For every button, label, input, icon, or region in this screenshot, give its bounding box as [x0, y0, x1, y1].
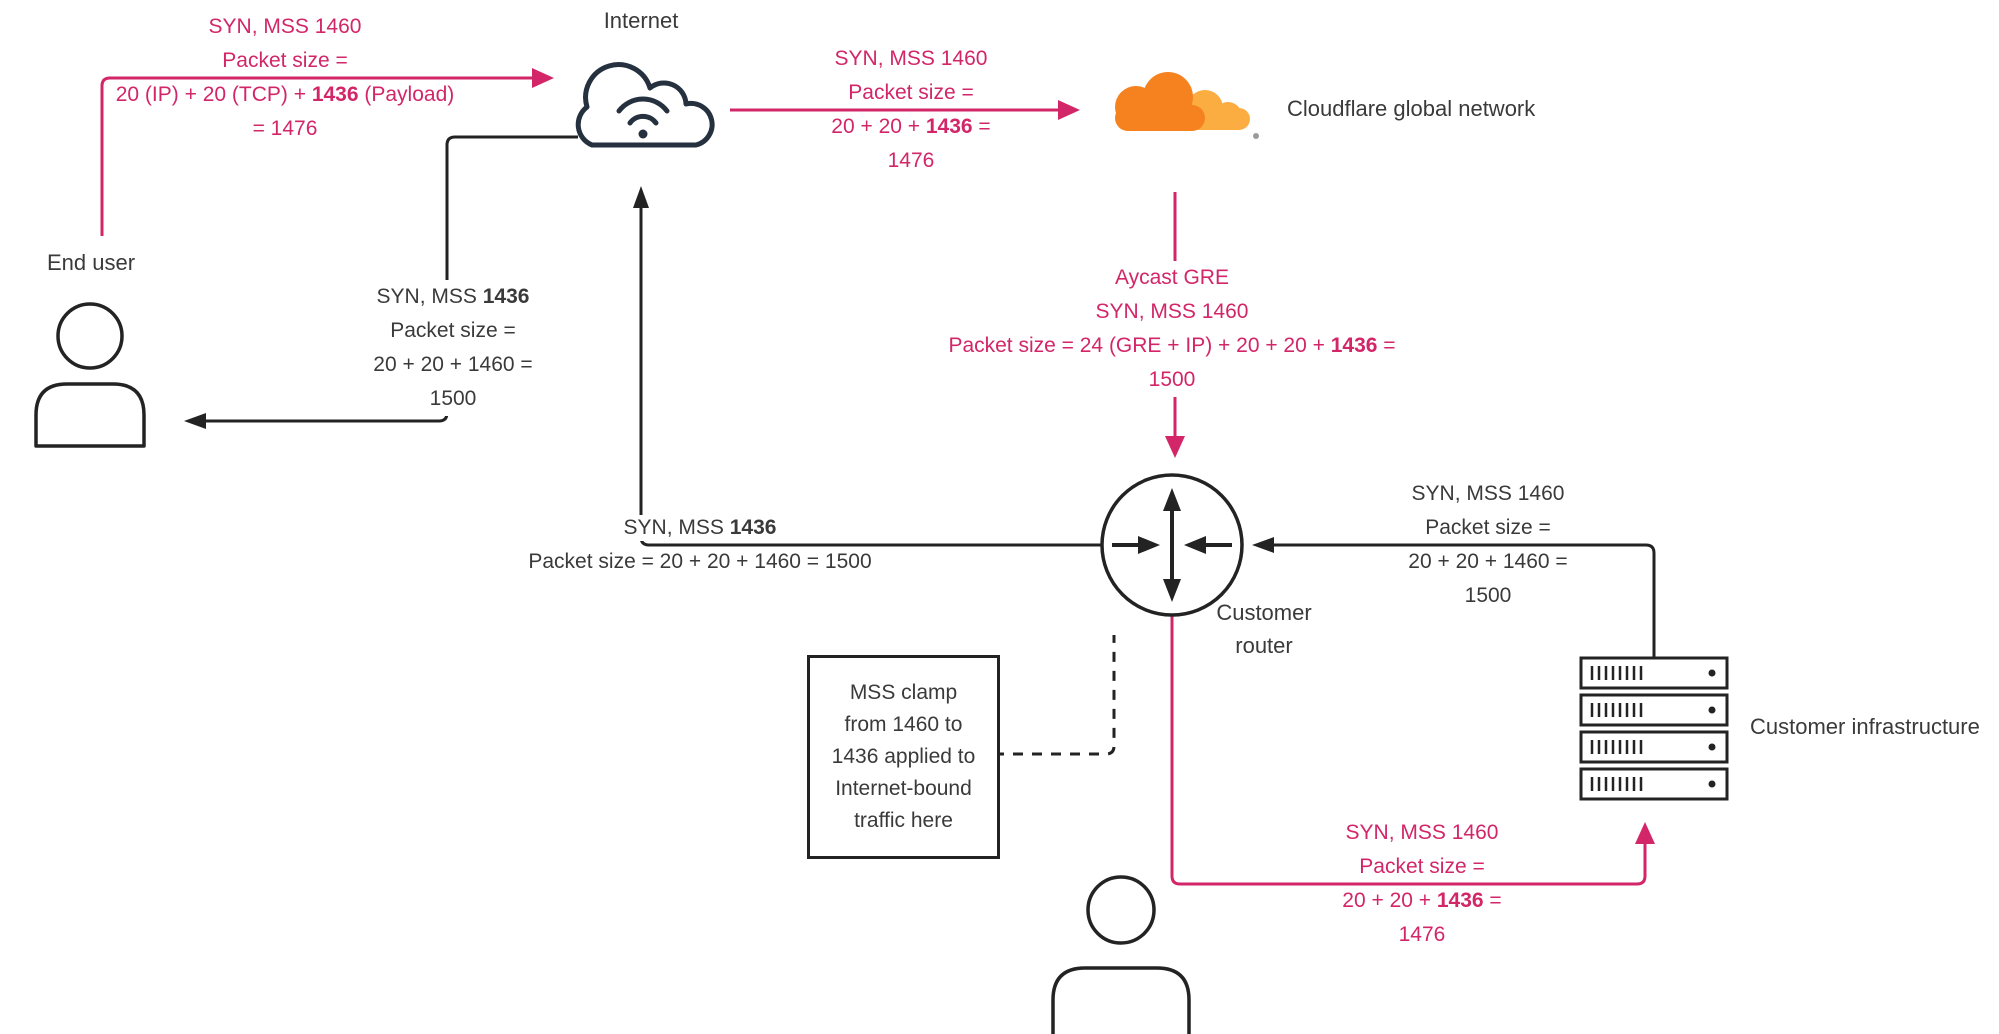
clamp-note-line: Internet-bound — [835, 777, 972, 800]
flow-label-cloudflare-to-router: Aycast GRE SYN, MSS 1460 Packet size = 2… — [939, 261, 1405, 397]
end-user-label: End user — [46, 250, 136, 275]
flow-label-router-to-infrastructure: SYN, MSS 1460 Packet size = 20 + 20 + 14… — [1337, 816, 1507, 952]
label-line: SYN, MSS 1460 — [829, 46, 993, 72]
label-line: Packet size = — [217, 48, 353, 74]
label-line: Packet size = — [843, 80, 979, 106]
label-line: 20 + 20 + 1436 = — [826, 114, 996, 140]
clamp-note-line: 1436 applied to — [831, 745, 976, 768]
label-line: 1476 — [882, 148, 940, 174]
label-line: 20 (IP) + 20 (TCP) + 1436 (Payload) — [110, 82, 460, 108]
mss-clamp-connector — [994, 635, 1116, 756]
label-line: SYN, MSS 1460 — [1340, 820, 1504, 846]
arrow-internet-to-user — [184, 135, 578, 429]
arrow-router-to-infrastructure — [1170, 615, 1655, 886]
label-line: 1476 — [1393, 922, 1451, 948]
label-line: Packet size = 20 + 20 + 1460 = 1500 — [523, 549, 877, 575]
customer-router-label: Customer router — [1216, 596, 1311, 662]
label-line: SYN, MSS 1460 — [1406, 481, 1570, 507]
label-line: Packet size = 24 (GRE + IP) + 20 + 20 + … — [943, 333, 1401, 359]
label-line: 1500 — [1143, 367, 1201, 393]
arrow-internet-to-cloudflare — [730, 100, 1080, 120]
server-stack-icon — [1579, 656, 1729, 801]
cloudflare-logo-icon — [1115, 72, 1259, 139]
label-line: SYN, MSS 1460 — [1090, 299, 1254, 325]
clamp-note-line: traffic here — [854, 809, 953, 832]
label-line: = 1476 — [247, 116, 323, 142]
label-line: SYN, MSS 1436 — [618, 515, 782, 541]
person-icon-bottom — [1051, 875, 1191, 1034]
server-unit — [1579, 693, 1729, 727]
arrow-user-to-internet — [100, 68, 554, 236]
flow-label-user-to-internet: SYN, MSS 1460 Packet size = 20 (IP) + 20… — [110, 10, 460, 146]
flow-label-internet-to-user: SYN, MSS 1436 Packet size = 20 + 20 + 14… — [364, 280, 542, 416]
label-line: 1500 — [424, 386, 482, 412]
label-line: SYN, MSS 1436 — [371, 284, 535, 310]
server-unit — [1579, 656, 1729, 690]
router-left-in-arrow — [1112, 536, 1160, 554]
customer-router-label-line2: router — [1235, 633, 1293, 658]
clamp-note-line: from 1460 to — [844, 713, 963, 736]
server-unit — [1579, 730, 1729, 764]
customer-router-label-line1: Customer — [1216, 600, 1312, 625]
label-line: Packet size = — [1420, 515, 1556, 541]
customer-infrastructure-label: Customer infrastructure — [1750, 714, 1980, 739]
end-user-icon — [34, 302, 146, 448]
label-line: Packet size = — [385, 318, 521, 344]
flow-label-infrastructure-to-router: SYN, MSS 1460 Packet size = 20 + 20 + 14… — [1403, 477, 1573, 613]
label-line: 20 + 20 + 1460 = — [368, 352, 538, 378]
flow-label-router-to-internet: SYN, MSS 1436 Packet size = 20 + 20 + 14… — [523, 511, 877, 579]
flow-label-internet-to-cloudflare: SYN, MSS 1460 Packet size = 20 + 20 + 14… — [826, 42, 996, 178]
label-line: Aycast GRE — [1110, 265, 1234, 291]
label-line: 1500 — [1459, 583, 1517, 609]
cloudflare-label: Cloudflare global network — [1287, 96, 1536, 121]
router-up-arrow — [1163, 488, 1181, 602]
wifi-icon — [616, 96, 670, 139]
label-line: 20 + 20 + 1436 = — [1337, 888, 1507, 914]
label-line: 20 + 20 + 1460 = — [1403, 549, 1573, 575]
router-right-in-arrow — [1184, 536, 1232, 554]
server-unit — [1579, 767, 1729, 801]
arrow-infrastructure-to-router — [1252, 537, 1656, 658]
internet-cloud-icon — [575, 62, 715, 148]
label-line: SYN, MSS 1460 — [203, 14, 367, 40]
trademark-dot — [1253, 133, 1259, 139]
clamp-note-line: MSS clamp — [849, 681, 958, 704]
label-line: Packet size = — [1354, 854, 1490, 880]
customer-router-icon — [1100, 473, 1244, 617]
internet-label: Internet — [603, 8, 679, 33]
cloudflare-main-cloud — [1115, 72, 1205, 131]
mss-clamp-note-box: MSS clamp from 1460 to 1436 applied to I… — [807, 655, 1000, 859]
